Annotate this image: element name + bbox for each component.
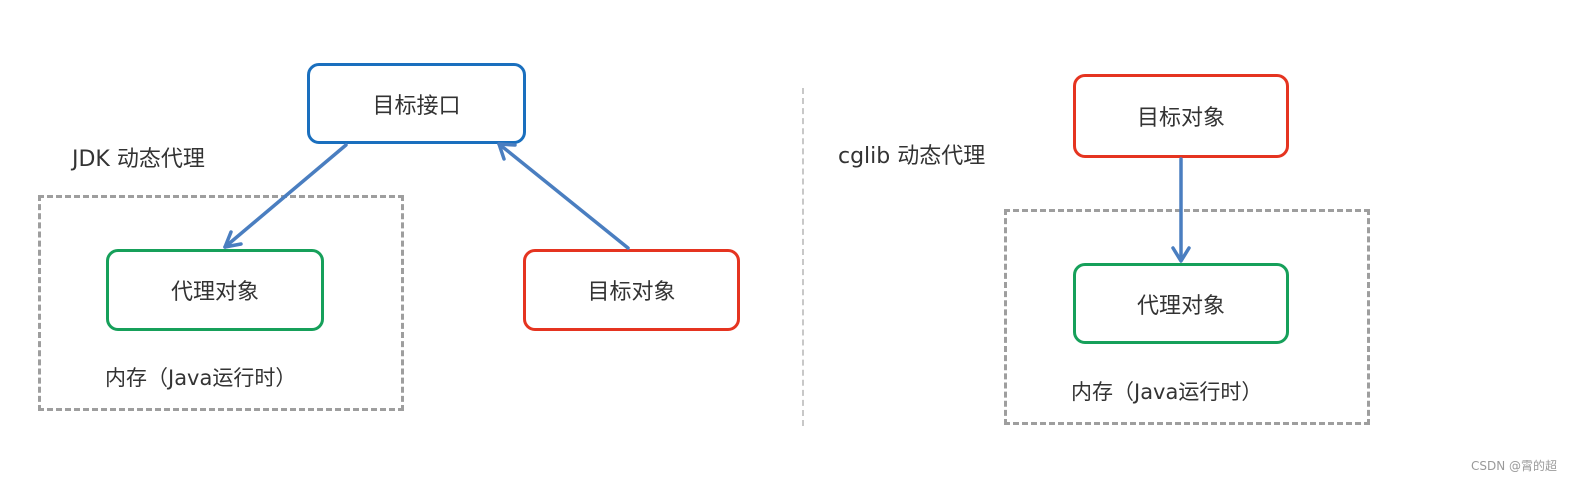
jdk-memory-label: 内存（Java运行时） [105, 366, 297, 390]
jdk-target-object-label: 目标对象 [587, 280, 676, 305]
cglib-memory-region [1004, 209, 1370, 425]
cglib-proxy-object-box: 代理对象 [1073, 263, 1289, 344]
jdk-target-interface-label: 目标接口 [372, 93, 461, 119]
arrow-target-to-interface [497, 142, 630, 250]
cglib-memory-label: 内存（Java运行时） [1071, 380, 1263, 404]
jdk-target-object-box: 目标对象 [523, 249, 740, 331]
jdk-proxy-object-box: 代理对象 [106, 249, 324, 331]
jdk-target-interface-box: 目标接口 [307, 63, 526, 144]
cglib-proxy-title: cglib 动态代理 [838, 144, 986, 169]
jdk-proxy-title: JDK 动态代理 [72, 147, 205, 172]
cglib-target-object-label: 目标对象 [1136, 106, 1225, 131]
cglib-target-object-box: 目标对象 [1073, 74, 1289, 158]
jdk-proxy-object-label: 代理对象 [170, 280, 259, 305]
cglib-proxy-object-label: 代理对象 [1136, 293, 1225, 319]
watermark: CSDN @霄的超 [1470, 459, 1557, 473]
section-divider [802, 88, 804, 426]
jdk-memory-region [38, 195, 404, 411]
